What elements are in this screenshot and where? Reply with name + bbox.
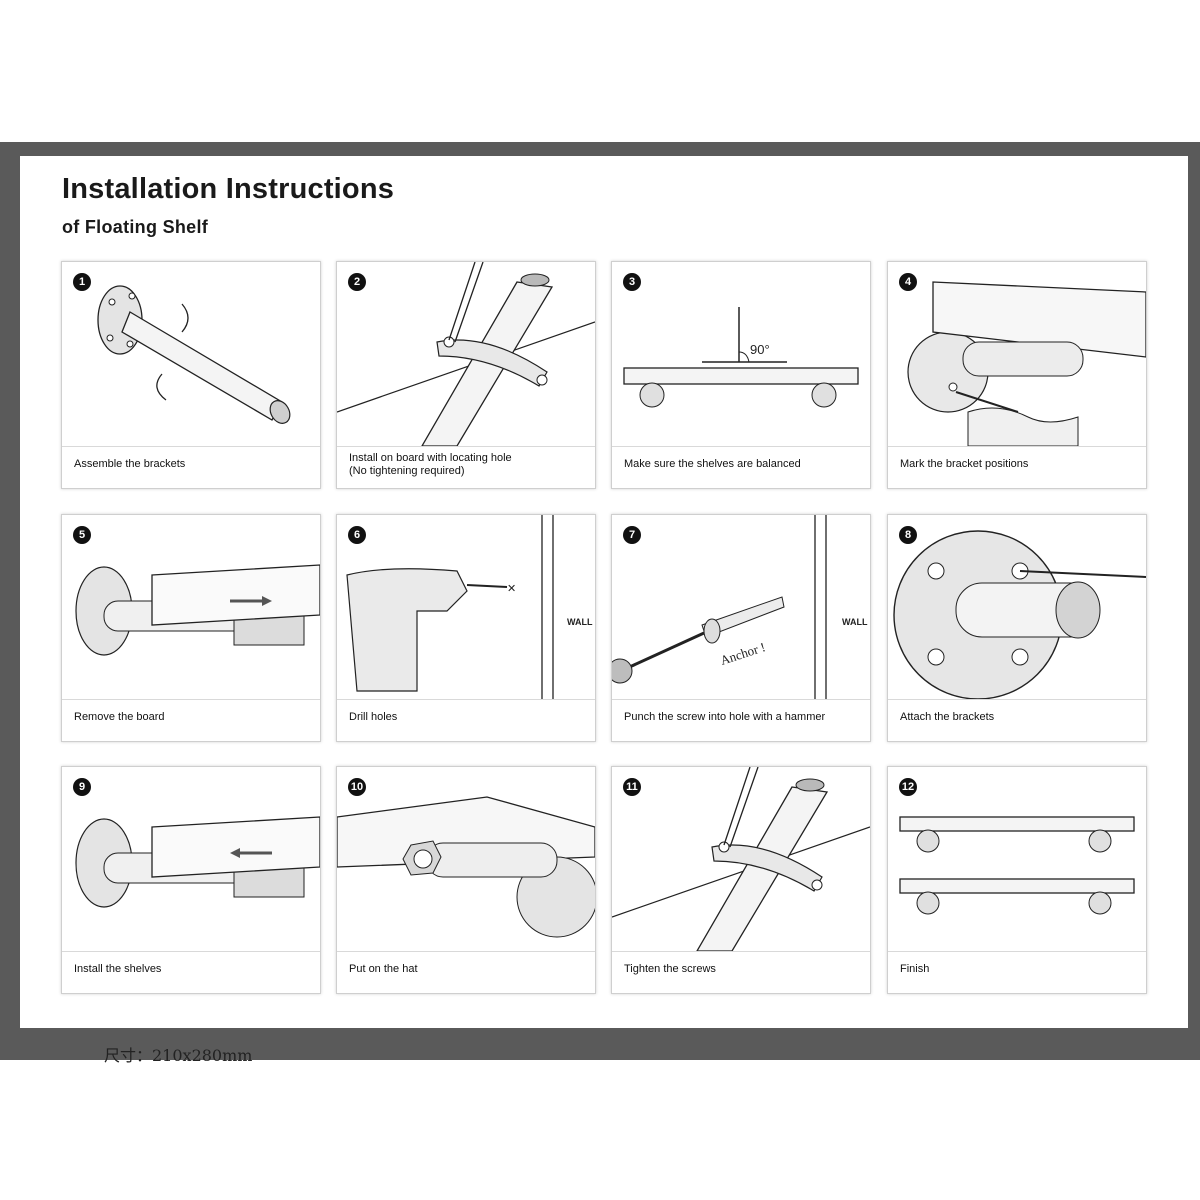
step-caption: Tighten the screws bbox=[624, 963, 716, 975]
step-caption: Punch the screw into hole with a hammer bbox=[624, 711, 826, 723]
install-board-illustration bbox=[337, 262, 595, 446]
anchor-label: Anchor ! bbox=[718, 639, 767, 668]
step-panel-5: 5 Remove the board bbox=[61, 514, 321, 742]
panel-divider bbox=[888, 699, 1146, 700]
finished-shelves-illustration bbox=[899, 816, 1135, 915]
remove-board-illustration bbox=[75, 564, 320, 656]
assemble-brackets-illustration bbox=[97, 285, 291, 424]
step-caption: Attach the brackets bbox=[900, 711, 995, 723]
step-caption: Drill holes bbox=[349, 711, 398, 723]
step-panel-1: 1 Assemble the brackets bbox=[61, 261, 321, 489]
step-caption: Install on board with locating hole (No … bbox=[349, 452, 585, 478]
step-panel-9: 9 Install the shelves bbox=[61, 766, 321, 994]
panel-divider bbox=[62, 446, 320, 447]
step-number-badge: 12 bbox=[899, 778, 917, 796]
step-panel-8: 8 Attach the brackets bbox=[887, 514, 1147, 742]
step-panel-2: 2 Install on board with locating hole (N… bbox=[336, 261, 596, 489]
step-number-badge: 11 bbox=[623, 778, 641, 796]
step-number-badge: 1 bbox=[73, 273, 91, 291]
step-panel-3: 90° 3 Make sure the shelves are balanced bbox=[611, 261, 871, 489]
panel-divider bbox=[888, 951, 1146, 952]
step-number-badge: 9 bbox=[73, 778, 91, 796]
page-subtitle: of Floating Shelf bbox=[62, 217, 209, 237]
step-caption: Install the shelves bbox=[74, 963, 162, 975]
wall-label: WALL bbox=[567, 617, 593, 627]
step-caption: Remove the board bbox=[74, 711, 165, 723]
step-number-badge: 8 bbox=[899, 526, 917, 544]
panel-divider bbox=[62, 951, 320, 952]
panel-divider bbox=[612, 951, 870, 952]
panel-divider bbox=[337, 951, 595, 952]
drill-holes-illustration: WALL ✕ bbox=[346, 515, 593, 699]
wall-label: WALL bbox=[842, 617, 868, 627]
svg-text:✕: ✕ bbox=[507, 583, 516, 595]
step-panel-6: WALL ✕ 6 Drill holes bbox=[336, 514, 596, 742]
step-caption: Put on the hat bbox=[349, 963, 418, 975]
step-panel-4: 4 Mark the bracket positions bbox=[887, 261, 1147, 489]
step-caption: Assemble the brackets bbox=[74, 458, 186, 470]
step-panel-12: 12 Finish bbox=[887, 766, 1147, 994]
step-caption-line2: (No tightening required) bbox=[349, 465, 465, 477]
step-number-badge: 4 bbox=[899, 273, 917, 291]
panel-divider bbox=[612, 446, 870, 447]
balanced-shelves-illustration: 90° bbox=[623, 307, 859, 408]
panel-divider bbox=[337, 699, 595, 700]
step-number-badge: 10 bbox=[348, 778, 366, 796]
mark-positions-illustration bbox=[907, 281, 1146, 446]
step-caption-line1: Install on board with locating hole bbox=[349, 452, 512, 464]
step-number-badge: 3 bbox=[623, 273, 641, 291]
step-number-badge: 6 bbox=[348, 526, 366, 544]
page-title: Installation Instructions bbox=[62, 173, 395, 205]
step-panel-7: WALL Anchor ! 7 Punch the screw into hol… bbox=[611, 514, 871, 742]
put-on-hat-illustration bbox=[337, 796, 595, 938]
panel-divider bbox=[888, 446, 1146, 447]
panel-divider bbox=[337, 446, 595, 447]
panel-divider bbox=[612, 699, 870, 700]
step-caption: Make sure the shelves are balanced bbox=[624, 458, 801, 470]
panel-divider bbox=[62, 699, 320, 700]
step-panel-11: 11 Tighten the screws bbox=[611, 766, 871, 994]
step-caption: Finish bbox=[900, 963, 930, 975]
step-number-badge: 5 bbox=[73, 526, 91, 544]
size-note: 尺寸：210x280mm bbox=[104, 1046, 253, 1065]
hammer-anchor-illustration: WALL Anchor ! bbox=[612, 515, 868, 699]
angle-label: 90° bbox=[750, 342, 770, 357]
step-number-badge: 2 bbox=[348, 273, 366, 291]
install-shelves-illustration bbox=[75, 816, 320, 908]
step-panel-10: 10 Put on the hat bbox=[336, 766, 596, 994]
step-caption: Mark the bracket positions bbox=[900, 458, 1029, 470]
attach-brackets-illustration bbox=[893, 530, 1146, 699]
tighten-screws-illustration bbox=[612, 767, 870, 951]
step-number-badge: 7 bbox=[623, 526, 641, 544]
